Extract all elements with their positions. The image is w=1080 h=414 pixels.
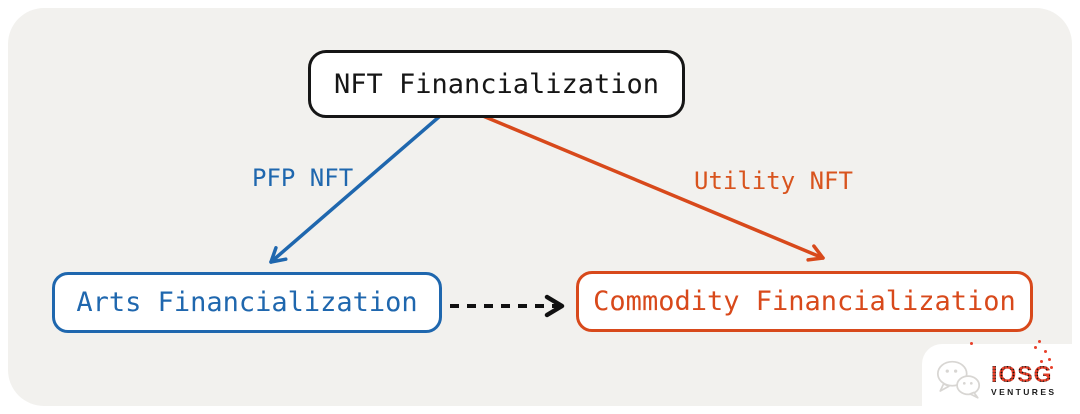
logo-card: IOSG VENTURES bbox=[922, 344, 1080, 414]
edge-label-utility-nft: Utility NFT bbox=[694, 167, 853, 195]
node-arts-financialization-label: Arts Financialization bbox=[76, 287, 418, 318]
node-nft-financialization-label: NFT Financialization bbox=[333, 68, 660, 100]
node-nft-financialization: NFT Financialization bbox=[308, 50, 685, 118]
node-arts-financialization: Arts Financialization bbox=[52, 272, 442, 333]
edge-label-pfp-nft: PFP NFT bbox=[252, 164, 354, 192]
logo-subtitle: VENTURES bbox=[991, 386, 1057, 397]
watermark-dots bbox=[1039, 359, 1043, 363]
logo-text: IOSG VENTURES bbox=[991, 359, 1057, 397]
node-commodity-financialization-label: Commodity Financialization bbox=[593, 286, 1016, 317]
node-commodity-financialization: Commodity Financialization bbox=[576, 271, 1033, 332]
wechat-icon bbox=[936, 360, 981, 399]
logo-name: IOSG bbox=[991, 360, 1053, 387]
